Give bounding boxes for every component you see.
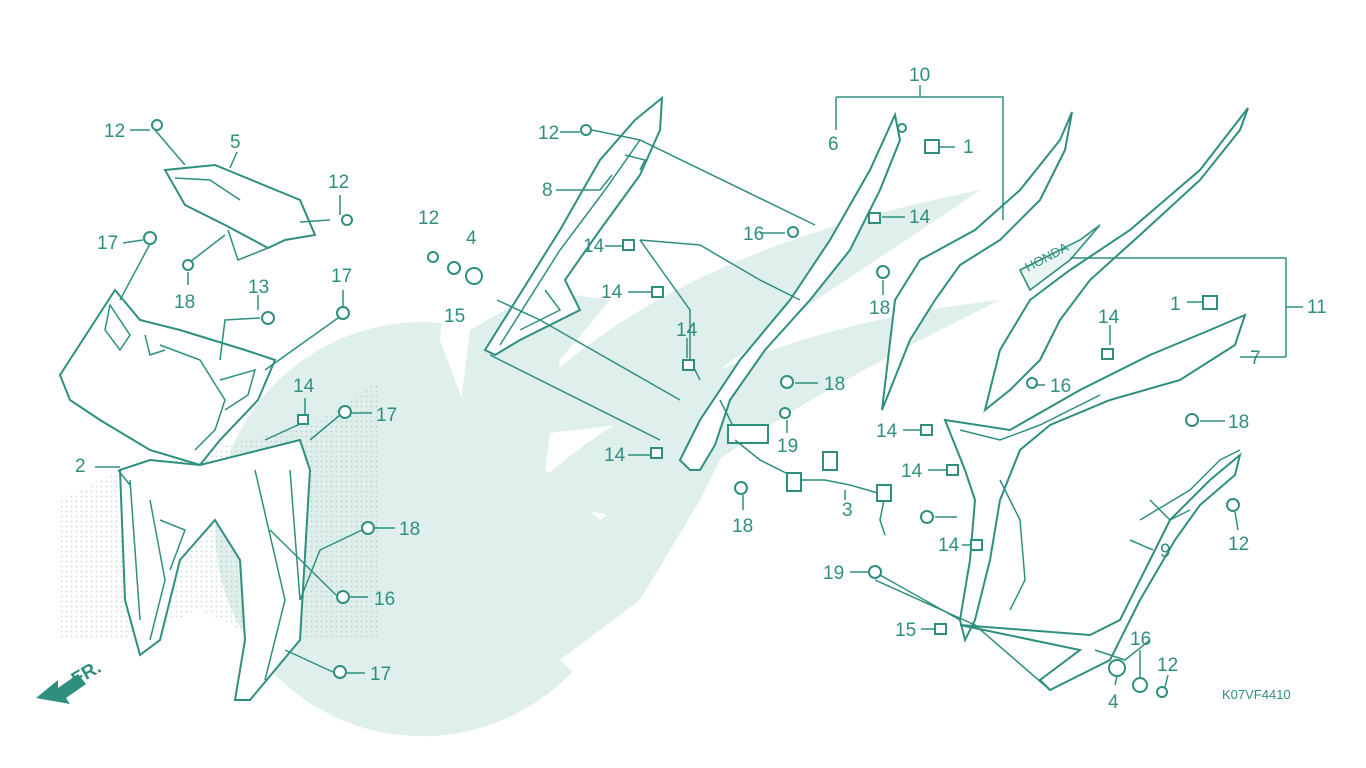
callout-label: 16 [1130,629,1151,650]
callout-label: 12 [418,208,439,229]
callout-label: 11 [1307,297,1327,318]
decal-part-11 [983,107,1249,413]
callout-label: 19 [823,563,844,584]
inner-panel [58,288,277,467]
callout-label: 14 [604,445,626,466]
diagram-code: K07VF4410 [1222,687,1291,702]
callout-label: 14 [583,236,605,257]
callout-label: 17 [97,233,118,254]
callout-label: 4 [466,228,477,249]
callout-label: 18 [824,374,845,395]
callout-label: 9 [1160,541,1171,562]
callout-label: 14 [909,207,931,228]
callout-label: 12 [104,121,125,142]
callout-label: 17 [370,664,391,685]
callout-label: 5 [230,132,241,153]
callout-label: 14 [601,282,623,303]
callout-label: 10 [909,65,930,86]
callout-label: 17 [376,405,397,426]
callout-label: 18 [732,516,753,537]
callout-label: 16 [743,224,764,245]
callout-label: 12 [1228,534,1249,555]
side-panel-part-8 [483,95,664,357]
decal-part-10 [881,111,1073,411]
callout-label: 18 [174,292,195,313]
center-assembly [427,85,1073,536]
callout-label: 7 [1250,348,1261,369]
callout-label: 18 [869,298,890,319]
callout-label: 2 [75,456,86,477]
callout-label: 18 [1228,412,1249,433]
callout-label: 14 [676,320,698,341]
right-assembly: HONDA [850,107,1303,698]
callout-label: 14 [876,421,898,442]
callout-label: 15 [895,620,916,641]
callout-label: 16 [1050,376,1071,397]
callout-label: 12 [1157,655,1178,676]
callout-label: 3 [842,500,853,521]
left-assembly [58,119,395,701]
callout-label: 19 [777,436,798,457]
side-cover-part-7 [943,313,1247,643]
callout-label: 12 [538,123,559,144]
callout-label: 14 [901,461,923,482]
callout-label: 17 [331,266,352,287]
callout-label: 8 [542,180,553,201]
top-cover-part-5 [163,163,317,250]
callout-label: 1 [963,137,974,158]
front-direction-arrow: FR. [36,657,105,704]
callout-label: 14 [293,376,315,397]
callout-label: 6 [828,134,839,155]
callout-label: 16 [374,589,395,610]
side-cover-part-6 [678,111,902,471]
callout-label: 12 [328,172,349,193]
callout-label: 18 [399,519,420,540]
wire-part-3 [734,439,886,536]
callout-label: 4 [1108,692,1119,713]
callout-label: 13 [248,277,269,298]
callout-labels: 1 1 2 3 4 4 5 6 7 8 9 10 11 12 12 12 12 … [75,65,1327,713]
callout-label: 14 [1098,307,1120,328]
callout-label: 15 [444,306,465,327]
callout-label: 14 [938,535,960,556]
callout-label: 1 [1170,294,1181,315]
